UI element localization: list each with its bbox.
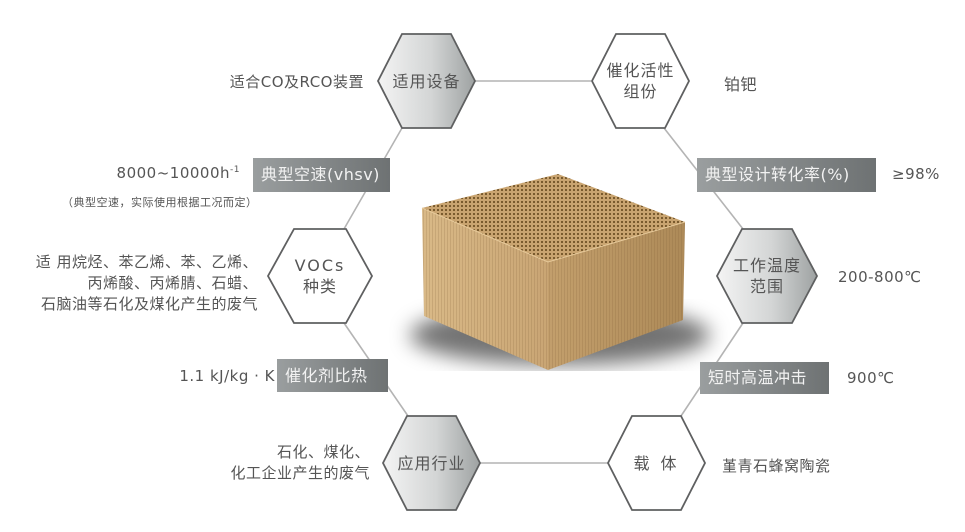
industry-value-line-2: 化工企业产生的废气	[230, 464, 370, 482]
hex-working-temp	[715, 228, 819, 324]
space-velocity-note: （典型空速，实际使用根据工况而定）	[62, 196, 258, 209]
bar-specific-heat: 催化剂比热	[277, 359, 388, 392]
active-component-value: 铂钯	[724, 75, 758, 94]
hex-carrier	[606, 415, 707, 511]
hex-label-active-component: 催化活性 组份	[592, 58, 689, 104]
shock-temp-value: 900℃	[847, 369, 895, 387]
hex-label-industry: 应用行业	[383, 448, 480, 478]
working-temp-label-1: 工作温度	[732, 256, 801, 275]
hex-label-vocs: VOCs 种类	[268, 253, 372, 299]
industry-value: 石化、煤化、 化工企业产生的废气	[190, 442, 370, 484]
hex-industry	[381, 415, 482, 511]
bar-space-velocity: 典型空速(vhsv)	[253, 158, 390, 192]
vocs-label-2: 种类	[302, 277, 337, 296]
hex-active-component	[590, 33, 691, 129]
space-velocity-exponent: -1	[230, 165, 240, 175]
active-component-label-2: 组份	[623, 82, 658, 101]
conversion-rate-value: ≥98%	[892, 165, 940, 183]
vocs-value-line-1: 适 用烷烃、苯乙烯、苯、乙烯、	[35, 253, 258, 271]
honeycomb-block	[410, 174, 710, 370]
hex-label-equipment: 适用设备	[378, 66, 475, 96]
vocs-value-line-2: 丙烯酸、丙烯腈、石蜡、	[87, 274, 258, 292]
hexagons	[266, 33, 819, 511]
carrier-value: 堇青石蜂窝陶瓷	[722, 457, 831, 475]
equipment-label: 适用设备	[392, 71, 461, 91]
industry-value-line-1: 石化、煤化、	[276, 443, 370, 461]
working-temp-value: 200-800℃	[838, 268, 922, 286]
hex-vocs	[266, 228, 374, 324]
bar-shock-temp: 短时高温冲击	[700, 362, 829, 394]
bar-conversion-rate: 典型设计转化率(%)	[697, 158, 876, 192]
vocs-label-1: VOCs	[294, 256, 346, 275]
vocs-value-line-3: 石脑油等石化及煤化产生的废气	[40, 295, 258, 313]
equipment-value: 适合CO及RCO装置	[229, 73, 364, 91]
space-velocity-number: 8000~10000h	[116, 164, 231, 182]
working-temp-label-2: 范围	[749, 277, 784, 296]
active-component-label-1: 催化活性	[606, 61, 675, 80]
specific-heat-value: 1.1 kJ/kg · K	[179, 367, 275, 385]
carrier-label: 载 体	[633, 453, 680, 473]
hex-equipment	[376, 33, 477, 129]
hex-label-working-temp: 工作温度 范围	[717, 253, 817, 299]
vocs-value: 适 用烷烃、苯乙烯、苯、乙烯、 丙烯酸、丙烯腈、石蜡、 石脑油等石化及煤化产生的…	[20, 252, 258, 315]
space-velocity-value: 8000~10000h-1	[90, 164, 240, 182]
industry-label: 应用行业	[397, 453, 466, 473]
hex-label-carrier: 载 体	[608, 448, 705, 478]
